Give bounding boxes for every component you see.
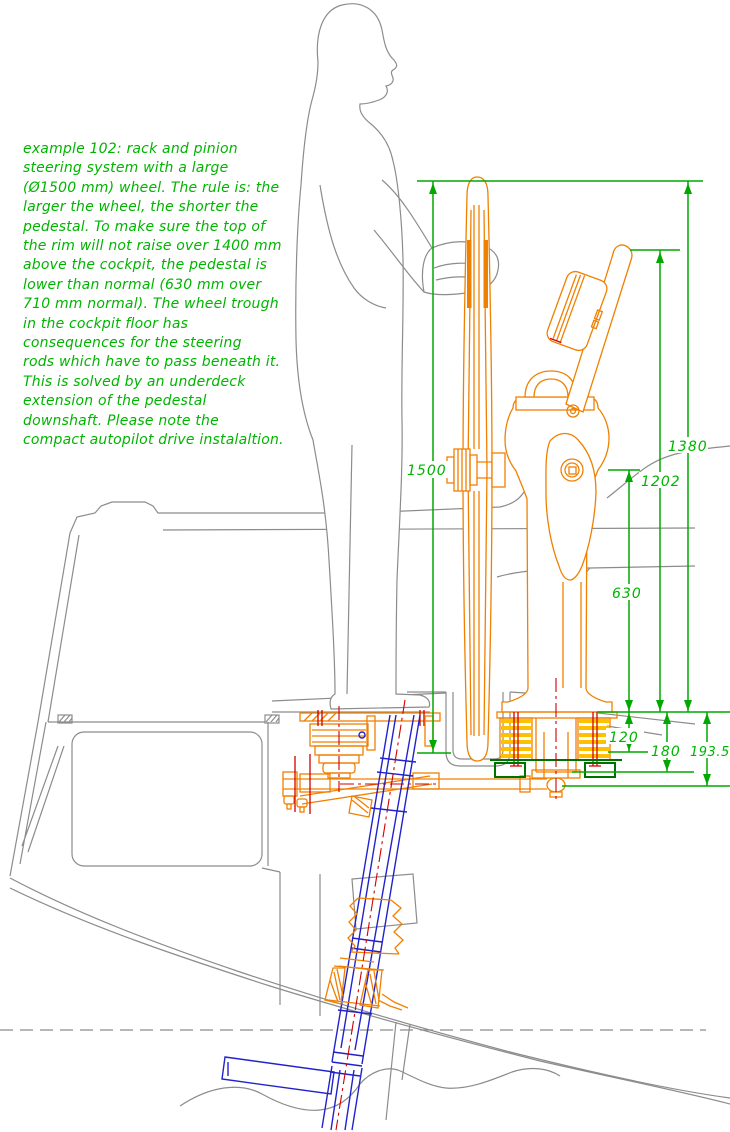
arm-pivot bbox=[566, 404, 580, 418]
shaft-boss bbox=[560, 458, 584, 482]
rim-grip-mark bbox=[467, 240, 472, 308]
dim-label-630: 630 bbox=[612, 586, 642, 602]
steering-rod bbox=[283, 778, 547, 790]
annotation-line: larger the wheel, the shorter the bbox=[23, 199, 259, 216]
annotation-line: above the cockpit, the pedestal is bbox=[23, 257, 268, 274]
dim-label-1500: 1500 bbox=[407, 463, 447, 479]
annotation-line: consequences for the steering bbox=[23, 335, 242, 352]
annotation-line: steering system with a large bbox=[23, 160, 229, 177]
annotation-line: compact autopilot drive instalaltion. bbox=[23, 432, 284, 449]
annotation-line: pedestal. To make sure the top of bbox=[23, 218, 266, 235]
annotation-line: lower than normal (630 mm over bbox=[23, 276, 262, 293]
dim-label-1202: 1202 bbox=[641, 474, 681, 490]
pedestal bbox=[501, 244, 633, 713]
near-arm-lower bbox=[373, 229, 425, 293]
annotation-line: (Ø1500 mm) wheel. The rule is: the bbox=[23, 179, 280, 196]
dim-label-193-5: 193.5 bbox=[690, 745, 730, 760]
annotation-line: rods which have to pass beneath it. bbox=[23, 354, 281, 371]
annotation-line: example 102: rack and pinion bbox=[23, 141, 238, 157]
annotation-line: extension of the pedestal bbox=[23, 393, 207, 410]
annotation-line: downshaft. Please note the bbox=[23, 412, 219, 429]
hull-outline bbox=[9, 872, 730, 1121]
annotation-line: This is solved by an underdeck bbox=[23, 373, 246, 390]
far-arm bbox=[319, 184, 387, 309]
dimension-labels: 1500 1380 1202 630 120 180 193.5 bbox=[404, 437, 730, 760]
bellows-seal bbox=[347, 897, 404, 955]
vibration-mounts bbox=[499, 717, 611, 761]
annotation-line: in the cockpit floor has bbox=[23, 315, 189, 332]
dim-label-120: 120 bbox=[609, 730, 639, 746]
leg-split bbox=[346, 444, 353, 695]
centerlines bbox=[294, 678, 557, 1131]
pedestal-base bbox=[490, 711, 622, 798]
dim-label-180: 180 bbox=[651, 744, 681, 760]
annotation-line: 710 mm normal). The wheel trough bbox=[23, 296, 279, 313]
rim-grip-mark bbox=[483, 240, 488, 308]
tiller-arm bbox=[221, 1056, 335, 1095]
downshaft-tube bbox=[331, 714, 421, 1065]
wheel-hub bbox=[446, 448, 506, 492]
person-outline bbox=[295, 3, 500, 710]
dim-label-1380: 1380 bbox=[668, 439, 708, 455]
steering-linkage bbox=[282, 771, 547, 813]
instrument-pod bbox=[546, 270, 608, 352]
instrument-arm bbox=[565, 244, 633, 413]
hull-gland bbox=[324, 965, 409, 1011]
annotation-line: the rim will not raise over 1400 mm bbox=[23, 238, 282, 255]
near-arm-upper bbox=[381, 179, 433, 249]
annotation-text: example 102: rack and pinion steering sy… bbox=[23, 140, 325, 451]
